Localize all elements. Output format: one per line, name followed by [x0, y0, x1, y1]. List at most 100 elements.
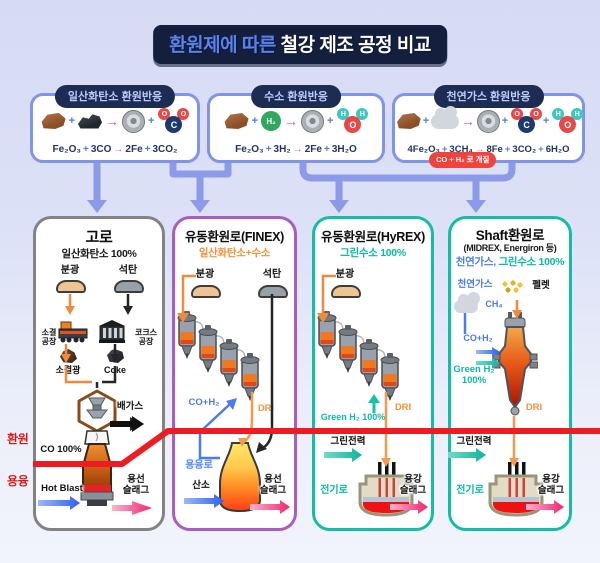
molten-iron-slag-label: 용선 슬래그 — [122, 474, 150, 496]
offgas-label: 배가스 — [116, 401, 144, 412]
column2-title: 유동환원로(FINEX) — [184, 230, 285, 244]
oxygen-atom: O — [559, 116, 577, 133]
column4-subtitle: (MIDREX, Energiron 등) — [463, 243, 557, 253]
carbon-atom: C — [518, 116, 536, 133]
title-highlight: 환원제에 따른 — [169, 35, 276, 56]
plus-sign: + — [542, 115, 550, 127]
sinter-plant-label: 소결 공장 — [41, 328, 57, 347]
reaction-co-icons: + → + O O C — [33, 108, 197, 134]
reaction-arrow-icon: → — [460, 113, 475, 129]
column4-title: Shaft환원로 — [475, 228, 545, 243]
hydrogen-atom: H — [356, 108, 369, 120]
title-rest: 철강 제조 공정 비교 — [275, 35, 432, 56]
fine-ore-label: 분광 — [60, 265, 80, 276]
dri-label: DRI — [525, 402, 543, 413]
fine-ore-mound-icon — [191, 285, 221, 298]
column-hyrex: 유동환원로(HyREX) 그린수소 100% 분광 Green H₂ 100% … — [312, 216, 434, 531]
molten-steel-slag-label: 용강 슬래그 — [399, 474, 427, 496]
coke-plant-icon — [99, 320, 125, 343]
fluidized-reactors-icon — [317, 311, 400, 401]
page-title: 환원제에 따른 철강 제조 공정 비교 — [153, 25, 447, 64]
carbon-atom: C — [165, 116, 183, 133]
green-power-label: 그린전력 — [330, 436, 366, 447]
plus-sign: + — [422, 115, 430, 127]
plus-sign: + — [68, 115, 75, 127]
reaction-gas-header: 천연가스 환원반응 — [433, 85, 544, 108]
column4-subtitle2: 천연가스, 그린수소 100% — [455, 256, 565, 268]
eaf-label: 전기로 — [456, 485, 484, 496]
reaction-box-natural-gas: 천연가스 환원반응 + → + O O C + H H O 4Fe₂O₃+3CH… — [392, 85, 585, 168]
iron-ore-icon — [224, 113, 249, 129]
reaction-gas-equation: 4Fe₂O₃+3CH₄→8Fe+3CO₂+6H₂O — [395, 144, 582, 158]
reforming-badge: CO + H₂ 로 개질 — [429, 152, 497, 168]
iron-ore-icon — [397, 113, 421, 129]
reaction-arrow-icon: → — [284, 113, 298, 129]
column-blast-furnace: 고로 일산화탄소 100% 분광 석탄 소결 공장 코크스 공장 소결광 Cok… — [33, 216, 165, 531]
shaft-furnace-icon — [492, 312, 538, 416]
reaction-gas-icons: + → + O O C + H H O — [395, 105, 584, 134]
reaction-box-h2: 수소 환원반응 + H₂ → + H H O Fe₂O₃+3H₂→2Fe+3H₂… — [207, 85, 385, 163]
reaction-h2-icons: + H₂ → + H H O — [210, 108, 382, 134]
h2o-molecule-icon: H H O — [551, 108, 584, 134]
column3-subtitle: 그린수소 100% — [340, 247, 406, 259]
plus-sign: + — [251, 115, 258, 127]
coke-plant-label: 코크스 공장 — [134, 328, 158, 347]
hydrogen-atom: H — [571, 108, 584, 120]
oxygen-atom: O — [177, 108, 190, 120]
fine-ore-label: 분광 — [195, 269, 215, 280]
eaf-label: 전기로 — [320, 485, 348, 496]
reactor-group — [177, 311, 260, 401]
steel-coil-icon — [476, 109, 500, 133]
column-shaft: Shaft환원로 (MIDREX, Energiron 등) 천연가스, 그린수… — [448, 216, 572, 531]
dri-label: DRI — [394, 402, 412, 413]
steel-coil-icon — [301, 109, 324, 133]
fine-ore-label: 분광 — [335, 269, 355, 280]
co2-molecule-icon: O O C — [510, 108, 543, 134]
coal-icon — [78, 114, 102, 129]
melting-zone-label: 용융 — [7, 474, 29, 488]
steel-coil-icon — [122, 109, 145, 133]
coal-mound-icon — [114, 280, 144, 293]
hot-blast-label: Hot Blast — [41, 483, 83, 494]
coal-label: 석탄 — [118, 265, 138, 276]
plus-sign: + — [148, 115, 155, 127]
co-h2-label: CO+H₂ — [188, 397, 220, 408]
fine-ore-mound-icon — [331, 285, 361, 298]
column1-title: 고로 — [85, 229, 113, 246]
pellet-icon — [500, 279, 524, 295]
reaction-co-equation: Fe₂O₃+3CO→2Fe+3CO₂ — [52, 144, 178, 155]
reaction-arrow-icon: → — [105, 113, 119, 129]
coal-mound-icon — [258, 285, 288, 298]
molten-iron-slag-label: 용선 슬래그 — [259, 474, 287, 496]
oxygen-atom: O — [344, 116, 362, 133]
coal-label: 석탄 — [262, 269, 282, 280]
sinter-plant-icon — [58, 321, 88, 343]
column2-subtitle: 일산화탄소+수소 — [198, 247, 271, 259]
co100-label: CO 100% — [40, 444, 82, 455]
iron-ore-icon — [41, 113, 66, 129]
co2-molecule-icon: O O C — [157, 108, 190, 134]
column1-subtitle: 일산화탄소 100% — [61, 248, 137, 260]
gas-cloud-icon — [431, 105, 459, 129]
plus-sign: + — [327, 115, 334, 127]
dri-label: DRI — [257, 403, 275, 414]
sinter-ore-label: 소결광 — [55, 365, 81, 375]
melter-label: 용융로 — [185, 460, 213, 471]
pellet-label: 펠렛 — [532, 280, 550, 291]
sinter-ore-lump-icon — [60, 349, 77, 363]
natural-gas-label: 천연가스 — [457, 279, 493, 290]
reactor-group — [317, 311, 400, 401]
gas-cloud-icon — [454, 292, 480, 313]
column-finex: 유동환원로(FINEX) 일산화탄소+수소 분광 석탄 CO+H₂ DRI 용융… — [172, 216, 297, 531]
reaction-box-co: 일산화탄소 환원반응 + → + O O C Fe₂O₃+3CO→2Fe+3CO… — [30, 85, 200, 163]
fluidized-reactors-icon — [177, 311, 260, 401]
reaction-co-header: 일산화탄소 환원반응 — [54, 85, 176, 108]
fine-ore-mound-icon — [56, 280, 86, 293]
green-h2-label: Green H₂ 100% — [320, 412, 386, 422]
reduction-zone-label: 환원 — [7, 432, 29, 446]
oxygen-label: 산소 — [192, 480, 210, 491]
ch4-label: CH₄ — [485, 299, 503, 309]
plus-sign: + — [501, 115, 509, 127]
